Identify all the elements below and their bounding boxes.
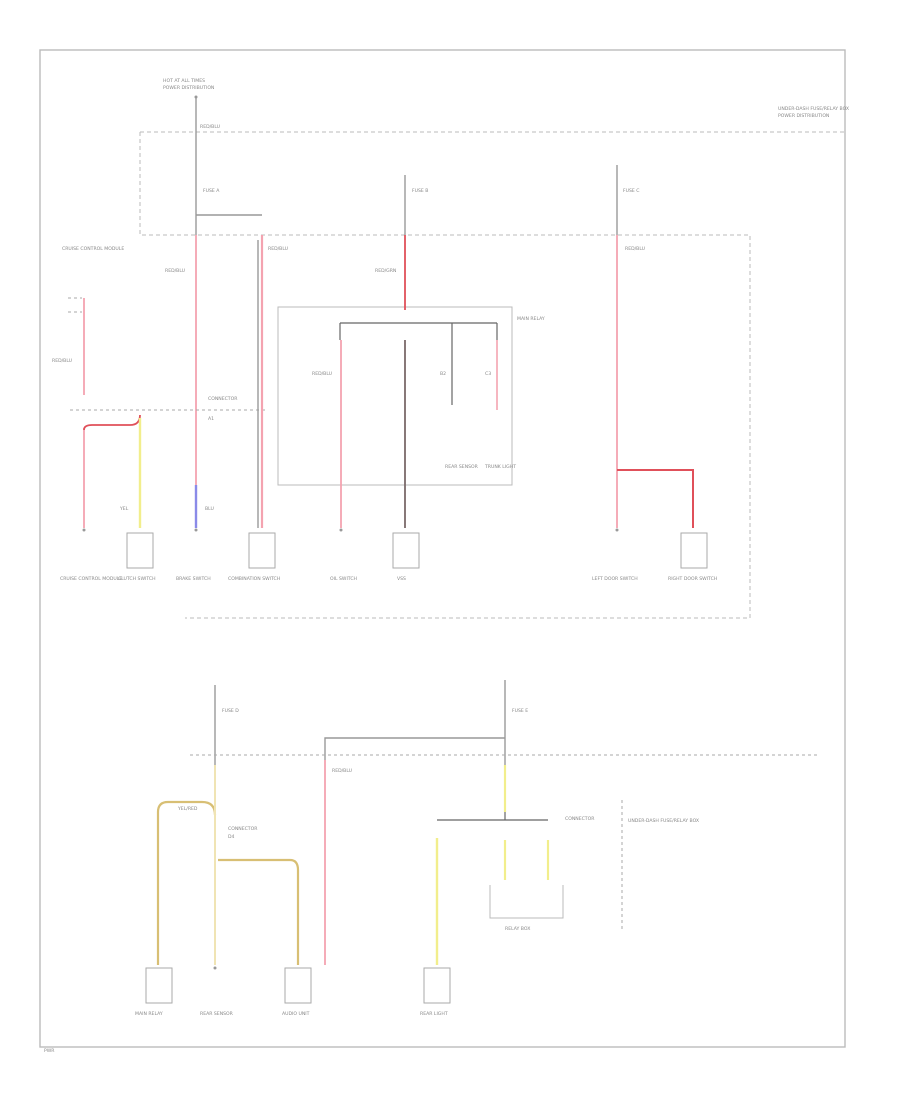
cruise-module-label: CRUISE CONTROL MODULE (62, 246, 124, 252)
brake-switch: BRAKE SWITCH (176, 528, 211, 582)
left-door-switch: LEFT DOOR SWITCH (592, 528, 638, 582)
pin-label-relay-b: C3 (485, 371, 491, 377)
wire-label-cruise: RED/BLU (52, 358, 72, 364)
fuse-b-label: FUSE B (412, 188, 428, 194)
cruise-module-terminal (82, 528, 86, 532)
cruise-module-bottom-label: CRUISE CONTROL MODULE (60, 576, 122, 582)
wire-label-brake: BLU (205, 506, 214, 512)
under-dash-fuse-box-outline (139, 131, 845, 619)
combination-switch: COMBINATION SWITCH (228, 532, 280, 582)
wire-label-oil: RED/BLU (312, 371, 332, 377)
wire-label-combo: RED/BLU (268, 246, 288, 252)
left-door-switch-label: LEFT DOOR SWITCH (592, 576, 638, 582)
right-door-switch-body (680, 532, 708, 569)
rear-light-body (423, 967, 451, 1004)
connector-label-relay: CONNECTOR (565, 816, 595, 822)
wire-label-clutch: YEL (119, 506, 129, 512)
main-relay-body (145, 967, 173, 1004)
audio-unit-body (284, 967, 312, 1004)
oil-switch-label: OIL SWITCH (330, 576, 357, 582)
clutch-switch-label: CLUTCH SWITCH (118, 576, 156, 582)
pin-label-relay-a: B2 (440, 371, 446, 377)
power-dist-label: POWER DISTRIBUTION (163, 85, 214, 91)
right-door-switch: RIGHT DOOR SWITCH (668, 532, 717, 582)
fuse-a-label: FUSE A (203, 188, 220, 194)
pin-label-bottom: D4 (228, 834, 235, 840)
fuse-e-label: FUSE E (512, 708, 528, 714)
brake-switch-terminal (194, 528, 198, 532)
cruise-control-module: CRUISE CONTROL MODULE (60, 528, 122, 582)
brake-switch-label: BRAKE SWITCH (176, 576, 211, 582)
wire-label-bus-a: RED/BLU (165, 268, 185, 274)
wire-tan-loop (156, 800, 217, 965)
bottom-crossbar (324, 737, 505, 760)
relay-box-bottom-label: RELAY BOX (505, 926, 530, 932)
right-door-switch-label: RIGHT DOOR SWITCH (668, 576, 717, 582)
wire-label-vss: RED/GRN (375, 268, 396, 274)
oil-switch: OIL SWITCH (330, 528, 357, 582)
main-relay-label: MAIN RELAY (135, 1011, 163, 1017)
combination-switch-body (248, 532, 276, 569)
diagram-frame (39, 49, 846, 1048)
power-dist-label-2: POWER DISTRIBUTION (778, 113, 829, 119)
pin-label-top: A1 (208, 416, 214, 422)
vss-label: VSS (397, 576, 406, 582)
under-dash-box-label: UNDER-DASH FUSE/RELAY BOX (778, 106, 849, 112)
relay-subassembly-box (277, 306, 513, 486)
fuse-d-label: FUSE D (222, 708, 239, 714)
main-relay-component: MAIN RELAY (135, 967, 173, 1017)
relay-box-label: MAIN RELAY (517, 316, 545, 322)
relay-box-bus (437, 812, 548, 821)
page-ref-label: PWR (44, 1048, 55, 1054)
trunk-light-label: TRUNK LIGHT (484, 464, 516, 470)
wire-tan-right-loop (218, 858, 300, 965)
rear-light-component: REAR LIGHT (420, 967, 451, 1017)
relay-internal-bus (339, 322, 498, 405)
wire-door-right-red (617, 469, 694, 528)
rear-sensor-label: REAR SENSOR (445, 464, 479, 470)
clutch-switch-body (126, 532, 154, 569)
clutch-switch: CLUTCH SWITCH (118, 532, 156, 582)
combination-switch-label: COMBINATION SWITCH (228, 576, 280, 582)
relay-side-label: UNDER-DASH FUSE/RELAY BOX (628, 818, 699, 824)
vss-body (392, 532, 420, 569)
feed-wire-label: RED/BLU (200, 124, 220, 130)
wire-label-door: RED/BLU (625, 246, 645, 252)
connector-label-bottom: CONNECTOR (228, 826, 258, 832)
left-door-terminal (615, 528, 619, 532)
rear-switch-label: REAR SENSOR (200, 1011, 234, 1017)
hot-at-all-times-label: HOT AT ALL TIMES (163, 78, 205, 84)
wire-label-audio: RED/BLU (332, 768, 352, 774)
rear-switch-component: REAR SENSOR (200, 966, 234, 1017)
audio-unit-label: AUDIO UNIT (282, 1011, 310, 1017)
connector-label-top: CONNECTOR (208, 396, 238, 402)
wire-label-tan: YEL/RED (177, 806, 198, 812)
wire-cruise-red-loop (83, 414, 141, 431)
rear-light-label: REAR LIGHT (420, 1011, 448, 1017)
rear-switch-terminal (213, 966, 217, 970)
oil-switch-terminal (339, 528, 343, 532)
fuse-c-label: FUSE C (623, 188, 640, 194)
relay-box-outline (489, 885, 564, 919)
vss-sensor: VSS (392, 532, 420, 582)
audio-unit-component: AUDIO UNIT (282, 967, 312, 1017)
